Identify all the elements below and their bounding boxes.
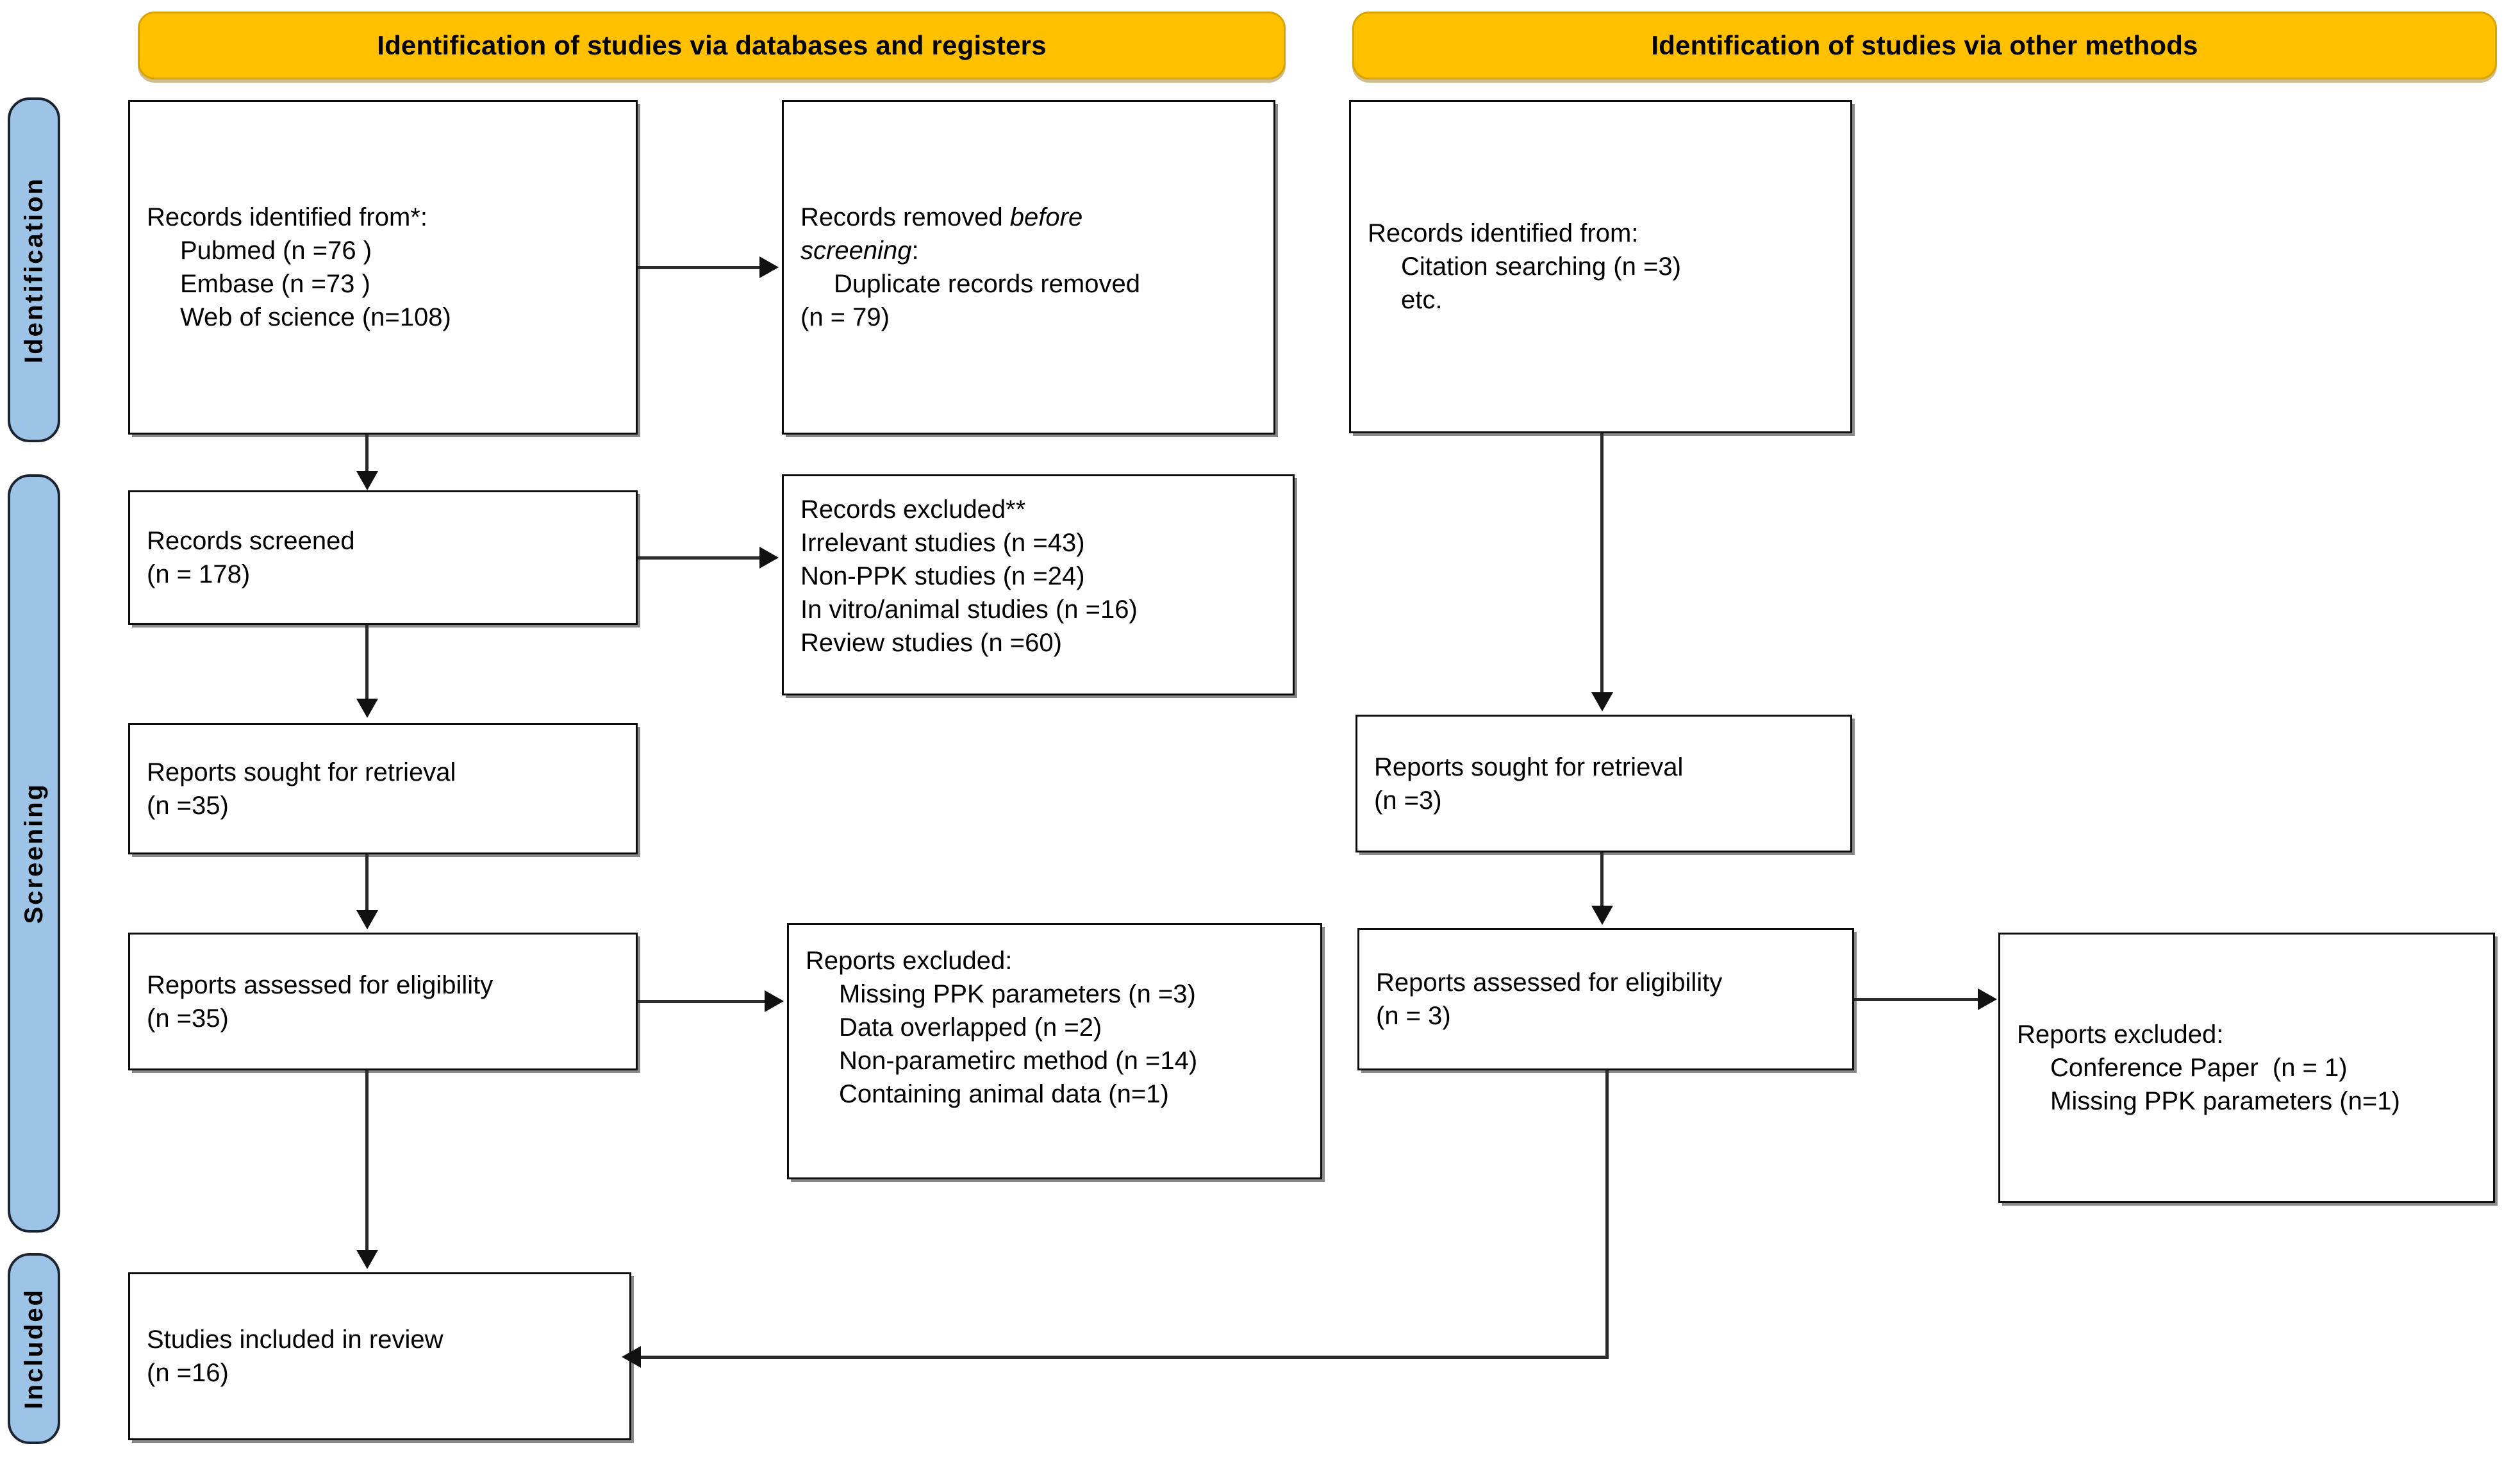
connector-assessed-right-to-included xyxy=(641,1356,1609,1359)
arrowhead-sought-to-assessed xyxy=(356,910,378,929)
records-identified-line-2: Pubmed (n =76 ) xyxy=(180,237,372,265)
box-records-screened: Records screened (n = 178) xyxy=(128,490,638,625)
records-excluded-line-5: Review studies (n =60) xyxy=(800,629,1062,657)
records-removed-line-1b: before xyxy=(1009,203,1083,231)
box-records-identified: Records identified from*: Pubmed (n =76 … xyxy=(128,100,638,435)
reports-sought-left-line-1: Reports sought for retrieval xyxy=(147,758,456,786)
records-identified-line-1: Records identified from*: xyxy=(147,203,427,231)
box-reports-assessed-left: Reports assessed for eligibility (n =35) xyxy=(128,933,638,1070)
stage-label-identification: Identification xyxy=(8,97,60,442)
arrowhead-identified-to-removed xyxy=(759,256,779,278)
stage-label-included: Included xyxy=(8,1253,60,1444)
header-other-methods: Identification of studies via other meth… xyxy=(1352,12,2497,79)
reports-sought-right-line-2: (n =3) xyxy=(1374,786,1442,815)
reports-assessed-right-line-1: Reports assessed for eligibility xyxy=(1376,968,1723,997)
connector-identified-to-screened xyxy=(365,435,369,473)
connector-assessed-to-included xyxy=(365,1070,369,1251)
box-reports-excluded-left: Reports excluded: Missing PPK parameters… xyxy=(787,923,1322,1179)
records-identified-other-line-1: Records identified from: xyxy=(1368,219,1639,247)
records-screened-line-1: Records screened xyxy=(147,527,355,555)
reports-assessed-left-line-2: (n =35) xyxy=(147,1004,229,1033)
arrowhead-assessed-to-included xyxy=(356,1250,378,1269)
reports-excluded-left-line-2: Missing PPK parameters (n =3) xyxy=(839,980,1196,1008)
arrowhead-other-identified-to-sought-right xyxy=(1591,692,1613,711)
records-excluded-line-4: In vitro/animal studies (n =16) xyxy=(800,595,1138,624)
records-excluded-line-3: Non-PPK studies (n =24) xyxy=(800,562,1085,590)
records-excluded-line-1: Records excluded** xyxy=(800,495,1026,524)
box-records-removed: Records removed before screening: Duplic… xyxy=(782,100,1275,435)
connector-assessed-to-excluded-left xyxy=(638,1000,766,1003)
arrowhead-screened-to-sought xyxy=(356,699,378,718)
records-removed-line-1a: Records removed xyxy=(800,203,1010,231)
box-reports-assessed-right: Reports assessed for eligibility (n = 3) xyxy=(1357,928,1854,1070)
box-reports-excluded-right: Reports excluded: Conference Paper (n = … xyxy=(1998,933,2495,1203)
records-excluded-line-2: Irrelevant studies (n =43) xyxy=(800,529,1085,557)
records-screened-line-2: (n = 178) xyxy=(147,560,251,588)
box-records-identified-other: Records identified from: Citation search… xyxy=(1349,100,1852,433)
header-other-methods-label: Identification of studies via other meth… xyxy=(1651,30,2198,60)
records-identified-other-line-3: etc. xyxy=(1401,286,1443,314)
reports-excluded-right-line-1: Reports excluded: xyxy=(2017,1020,2224,1049)
stage-label-included-text: Included xyxy=(19,1288,48,1409)
studies-included-line-1: Studies included in review xyxy=(147,1326,443,1354)
records-removed-line-1: Records removed before xyxy=(800,201,1257,234)
reports-excluded-left-line-1: Reports excluded: xyxy=(806,947,1013,975)
reports-excluded-right-line-3: Missing PPK parameters (n=1) xyxy=(2050,1087,2400,1115)
records-removed-line-3: Duplicate records removed xyxy=(834,270,1140,298)
arrowhead-assessed-right-to-excluded-right xyxy=(1978,988,1997,1010)
connector-sought-to-assessed xyxy=(365,854,369,912)
box-records-excluded: Records excluded** Irrelevant studies (n… xyxy=(782,474,1295,695)
records-identified-line-4: Web of science (n=108) xyxy=(180,303,451,331)
stage-label-screening: Screening xyxy=(8,474,60,1233)
connector-other-identified-to-sought-right xyxy=(1600,433,1604,693)
header-databases-registers-label: Identification of studies via databases … xyxy=(377,30,1047,60)
arrowhead-sought-right-to-assessed-right xyxy=(1591,906,1613,925)
records-identified-other-line-2: Citation searching (n =3) xyxy=(1401,253,1681,281)
reports-assessed-left-line-1: Reports assessed for eligibility xyxy=(147,970,493,999)
reports-assessed-right-line-2: (n = 3) xyxy=(1376,1002,1451,1030)
stage-label-screening-text: Screening xyxy=(19,783,48,924)
connector-assessed-right-down xyxy=(1605,1070,1609,1359)
box-reports-sought-right: Reports sought for retrieval (n =3) xyxy=(1355,715,1852,852)
arrowhead-right-branch-to-included xyxy=(622,1346,641,1368)
connector-assessed-right-to-excluded-right xyxy=(1854,998,1979,1001)
box-reports-sought-left: Reports sought for retrieval (n =35) xyxy=(128,723,638,854)
arrowhead-assessed-to-excluded-left xyxy=(765,990,784,1012)
arrowhead-identified-to-screened xyxy=(356,471,378,490)
reports-sought-right-line-1: Reports sought for retrieval xyxy=(1374,752,1684,781)
connector-identified-to-removed xyxy=(638,266,759,269)
arrowhead-screened-to-excluded xyxy=(759,547,779,569)
reports-excluded-right-line-2: Conference Paper (n = 1) xyxy=(2050,1054,2348,1082)
records-removed-line-2-colon: : xyxy=(911,237,919,265)
reports-excluded-left-line-5: Containing animal data (n=1) xyxy=(839,1080,1169,1108)
reports-excluded-left-line-3: Data overlapped (n =2) xyxy=(839,1013,1102,1042)
stage-label-identification-text: Identification xyxy=(19,176,48,363)
box-studies-included: Studies included in review (n =16) xyxy=(128,1272,631,1440)
header-databases-registers: Identification of studies via databases … xyxy=(138,12,1286,79)
records-removed-line-2: screening: xyxy=(800,234,1257,267)
reports-sought-left-line-2: (n =35) xyxy=(147,791,229,820)
connector-sought-right-to-assessed-right xyxy=(1600,852,1604,907)
connector-screened-to-sought xyxy=(365,625,369,701)
records-removed-line-4: (n = 79) xyxy=(800,303,890,331)
studies-included-line-2: (n =16) xyxy=(147,1359,229,1387)
records-removed-line-2-em: screening xyxy=(800,237,912,265)
connector-screened-to-excluded xyxy=(638,556,759,560)
reports-excluded-left-line-4: Non-parametirc method (n =14) xyxy=(839,1047,1198,1075)
records-identified-line-3: Embase (n =73 ) xyxy=(180,270,370,298)
